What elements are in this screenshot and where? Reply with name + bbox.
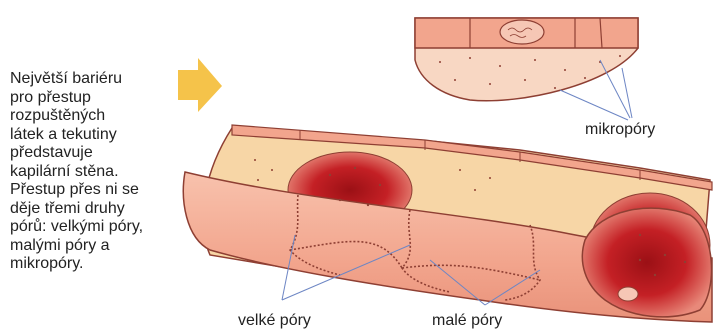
wall-cross-section	[415, 18, 638, 101]
description-line: pórů: velkými póry,	[10, 218, 210, 237]
description-line: Největší bariéru	[10, 70, 210, 89]
description-line: malými póry a	[10, 237, 210, 256]
label-male-pory: malé póry	[432, 312, 502, 330]
description-line: kapilární stěna.	[10, 163, 210, 182]
capillary-tube	[183, 125, 712, 322]
label-velke-pory: velké póry	[238, 312, 311, 330]
description-line: děje třemi druhy	[10, 200, 210, 219]
cell-nucleus	[500, 20, 544, 44]
label-mikropory: mikropóry	[585, 121, 655, 139]
description-text: Největší bariéru pro přestup rozpuštěnýc…	[10, 70, 210, 274]
description-line: představuje	[10, 144, 210, 163]
description-line: pro přestup	[10, 89, 210, 108]
description-line: látek a tekutiny	[10, 126, 210, 145]
description-line: rozpuštěných	[10, 107, 210, 126]
description-line: mikropóry.	[10, 255, 210, 274]
description-line: Přestup přes ni se	[10, 181, 210, 200]
